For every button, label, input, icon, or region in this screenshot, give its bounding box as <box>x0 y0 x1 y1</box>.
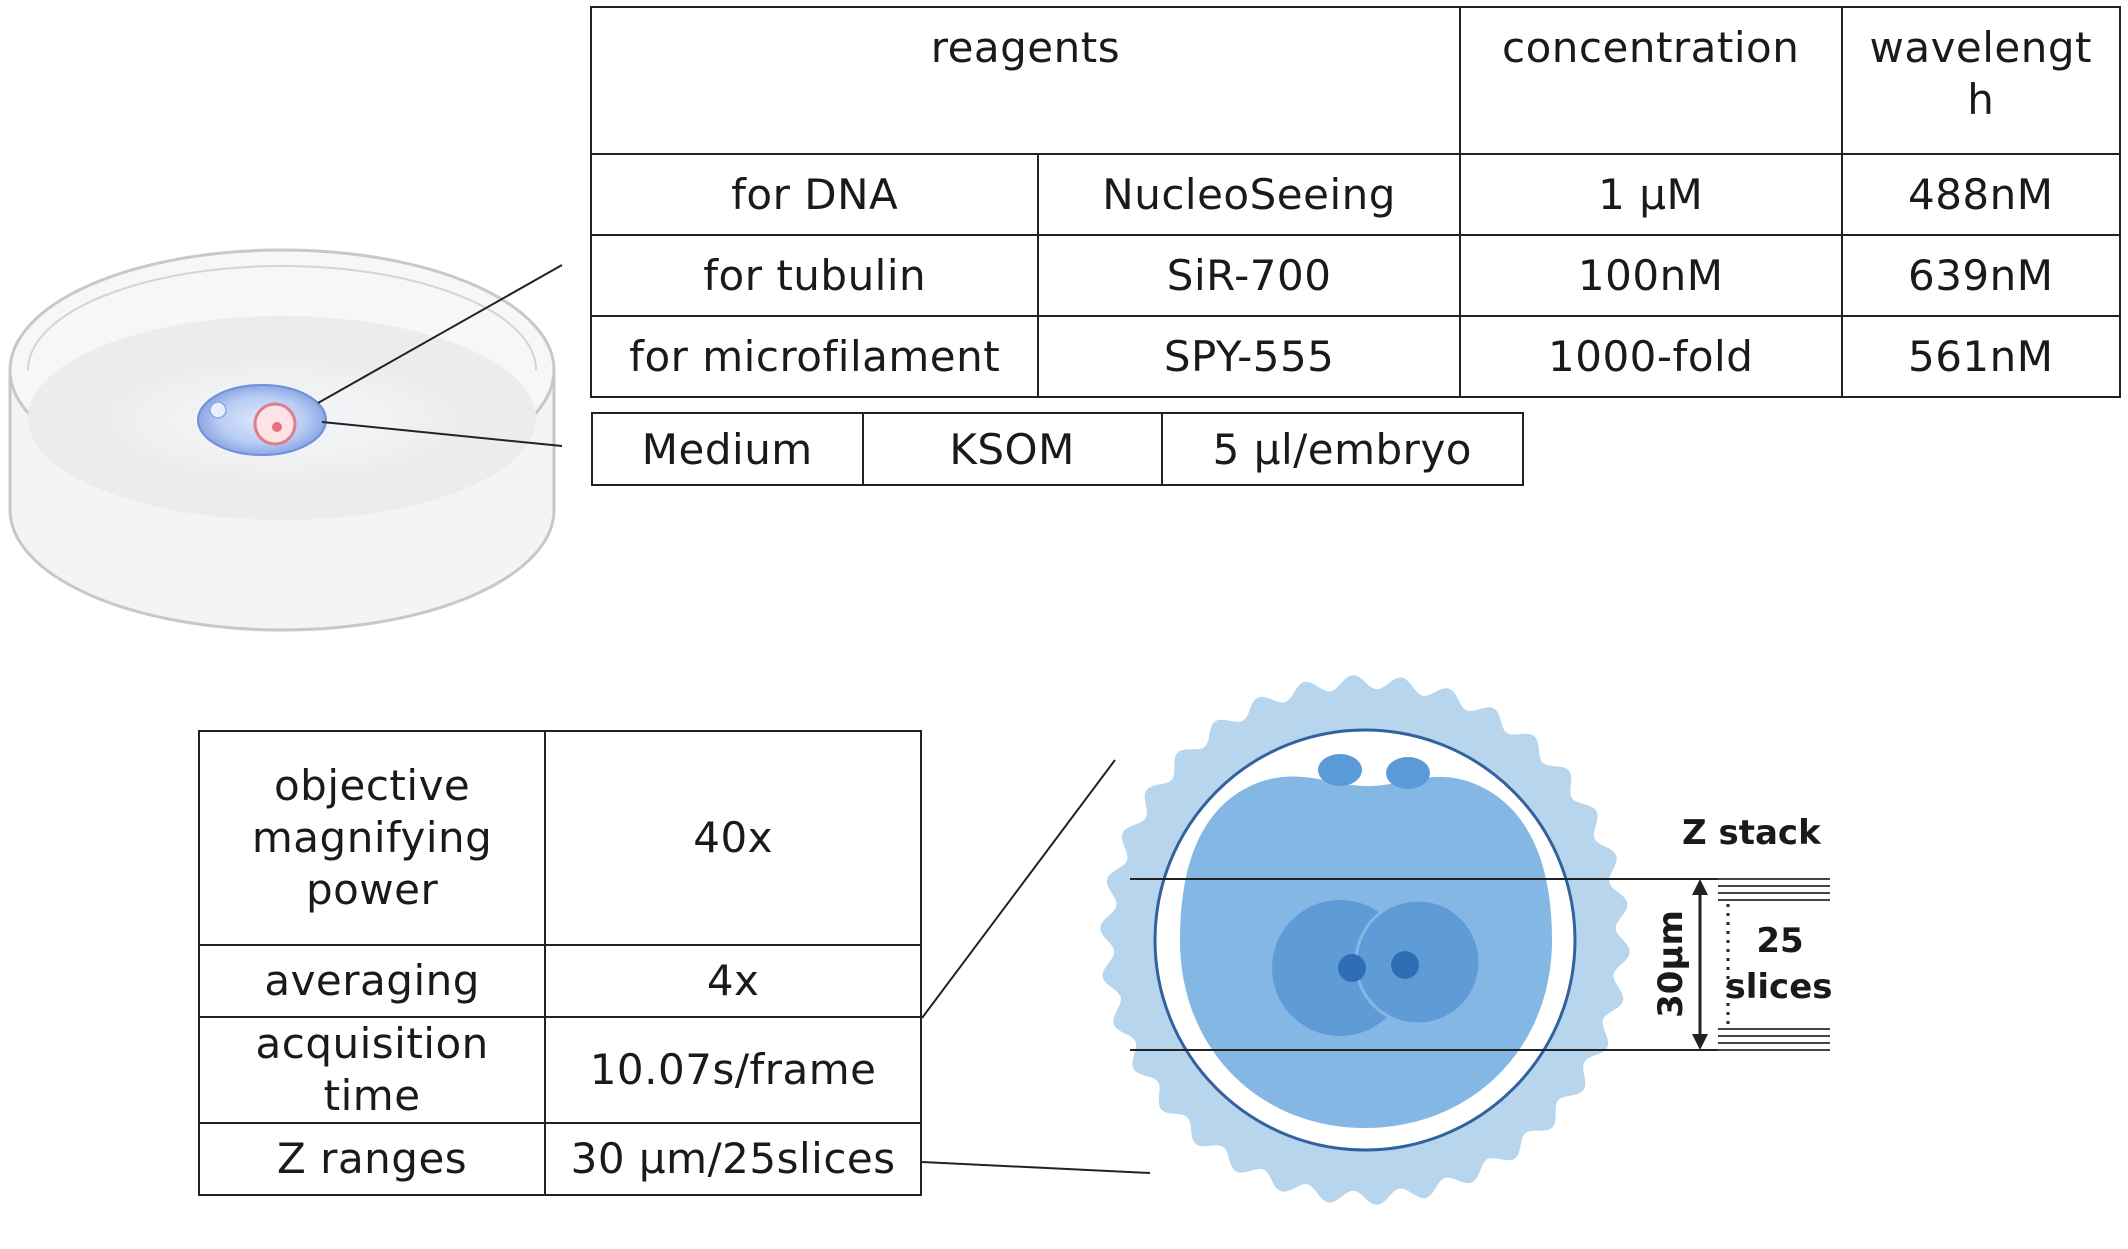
row-wavelength: 488nM <box>1840 153 2122 236</box>
table-row: Medium KSOM 5 μl/embryo <box>591 412 1525 486</box>
header-concentration: concentration <box>1458 6 1843 155</box>
row-concentration: 1000-fold <box>1458 315 1843 398</box>
row-concentration: 100nM <box>1458 234 1843 317</box>
medium-name: KSOM <box>861 412 1163 486</box>
connector-line <box>321 421 563 447</box>
nucleolus <box>1338 954 1366 982</box>
slice-ticks-top <box>1718 878 1830 901</box>
imaging-parameters-table: objective magnifying power 40x averaging… <box>197 730 922 1196</box>
nucleolus <box>1391 951 1419 979</box>
row-target: for microfilament <box>589 315 1040 398</box>
row-concentration: 1 μM <box>1458 153 1843 236</box>
reagents-header-row: reagents concentration wavelength <box>590 6 2122 155</box>
reagents-table: reagents concentration wavelength for DN… <box>589 6 2122 398</box>
param-label: objective magnifying power <box>197 730 547 946</box>
polar-body <box>1386 757 1430 789</box>
depth-label: 30μm <box>1651 910 1691 1018</box>
embryo-nucleus-dot <box>272 422 282 432</box>
connector-line <box>921 759 1116 1019</box>
row-target: for tubulin <box>589 234 1040 317</box>
row-reagent: SPY-555 <box>1037 315 1461 398</box>
row-target: for DNA <box>589 153 1040 236</box>
row-wavelength: 561nM <box>1840 315 2122 398</box>
row-wavelength: 639nM <box>1840 234 2122 317</box>
table-row: for DNA NucleoSeeing 1 μM 488nM <box>589 153 2122 236</box>
param-value: 40x <box>544 730 922 946</box>
table-row: Z ranges 30 μm/25slices <box>197 1122 922 1196</box>
drop-bubble <box>209 401 227 419</box>
param-label: acquisition time <box>197 1016 547 1124</box>
polar-body <box>1318 754 1362 786</box>
slices-count-label: 25 <box>1756 921 1803 961</box>
table-row: for tubulin SiR-700 100nM 639nM <box>589 234 2122 317</box>
header-wavelength: wavelength <box>1840 6 2122 155</box>
param-label: Z ranges <box>197 1122 547 1196</box>
table-row: objective magnifying power 40x <box>197 730 922 946</box>
param-value: 10.07s/frame <box>544 1016 922 1124</box>
petri-dish <box>8 248 556 632</box>
dish-inner-edge <box>27 265 537 371</box>
param-value: 4x <box>544 944 922 1018</box>
table-row: averaging 4x <box>197 944 922 1018</box>
slices-word-label: slices <box>1726 967 1833 1007</box>
medium-volume: 5 μl/embryo <box>1160 412 1525 486</box>
table-row: acquisition time 10.07s/frame <box>197 1016 922 1124</box>
param-value: 30 μm/25slices <box>544 1122 922 1196</box>
row-reagent: NucleoSeeing <box>1037 153 1461 236</box>
medium-label: Medium <box>591 412 864 486</box>
slice-ticks-bottom <box>1718 1028 1830 1051</box>
row-reagent: SiR-700 <box>1037 234 1461 317</box>
embryo-cross-section <box>1100 675 1630 1205</box>
header-reagents: reagents <box>590 6 1461 155</box>
param-label: averaging <box>197 944 547 1018</box>
connector-line <box>921 1161 1151 1174</box>
depth-arrow <box>1692 879 1708 1050</box>
table-row: for microfilament SPY-555 1000-fold 561n… <box>589 315 2122 398</box>
z-stack-label: Z stack <box>1682 813 1822 853</box>
connector-line <box>317 264 563 404</box>
medium-table: Medium KSOM 5 μl/embryo <box>591 412 1525 486</box>
